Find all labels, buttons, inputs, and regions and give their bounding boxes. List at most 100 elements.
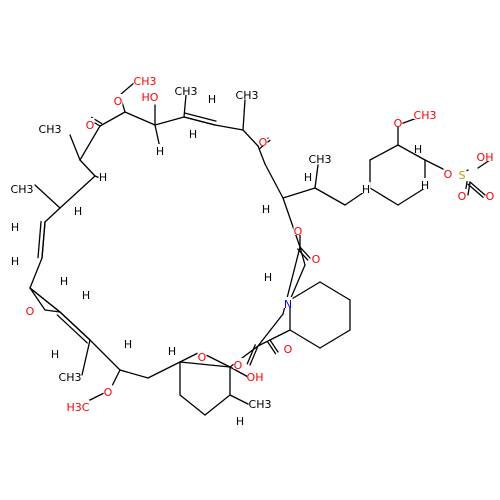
atom-text-h-c30: H bbox=[208, 93, 216, 106]
atom-text-o-sulfate-dbl1: O bbox=[458, 190, 467, 203]
atom-label-h-c37: H bbox=[303, 170, 313, 184]
methoxy-bond bbox=[119, 81, 136, 96]
macrocycle-bond bbox=[119, 369, 149, 379]
atom-label-h-c23: H bbox=[73, 204, 83, 218]
macrocycle-bond bbox=[79, 159, 96, 177]
atom-text-h-epoxide-a: H bbox=[60, 275, 68, 288]
label-background bbox=[38, 122, 62, 133]
macrocycle-bond bbox=[242, 129, 259, 147]
atom-text-h-c34: H bbox=[362, 183, 370, 196]
macrocycle-bond bbox=[154, 116, 185, 126]
atom-text-o-methoxy-top: O bbox=[114, 95, 123, 108]
atom-label-h-epoxide-b: H bbox=[81, 288, 91, 302]
alkene-bond bbox=[184, 112, 217, 122]
label-background bbox=[123, 337, 133, 348]
atom-label-o-ketone-left: O bbox=[85, 118, 95, 132]
atom-text-h-c37: H bbox=[304, 171, 312, 184]
label-background bbox=[258, 135, 268, 146]
atom-label-ch3-methoxy-bottom: H3C bbox=[66, 400, 90, 414]
atom-label-o-sulfate-dbl2: O bbox=[485, 189, 495, 203]
sidechain-bond bbox=[314, 187, 346, 206]
atom-text-ch3-c29: CH3 bbox=[175, 85, 198, 98]
macrocycle-bond bbox=[89, 339, 121, 371]
sidechain-bond bbox=[282, 187, 316, 199]
macrocycle-bond bbox=[179, 361, 231, 368]
macrocycle-bond bbox=[99, 111, 126, 127]
atom-label-ch3-c25: CH3 bbox=[38, 122, 62, 136]
label-background bbox=[247, 370, 263, 381]
label-background bbox=[413, 108, 437, 119]
atom-label-o-sulfate: O bbox=[443, 167, 453, 181]
macrocycle-bond bbox=[264, 163, 284, 199]
cyclohexane-bond bbox=[397, 144, 426, 161]
macrocycle-bond bbox=[124, 111, 156, 126]
atom-label-h-pyran: H bbox=[167, 344, 177, 358]
atom-text-ho-top: HO bbox=[142, 91, 159, 104]
label-background bbox=[420, 178, 430, 189]
piperidine-bond bbox=[319, 329, 351, 349]
atom-text-o-ketone-left: O bbox=[86, 119, 95, 132]
atom-label-h-c36: H bbox=[261, 202, 271, 216]
pyran-bond bbox=[179, 351, 201, 363]
atom-label-h-c11: H bbox=[235, 414, 245, 428]
label-background bbox=[103, 385, 113, 396]
label-background bbox=[457, 168, 467, 179]
label-background bbox=[293, 224, 303, 235]
bond-layer bbox=[29, 81, 491, 416]
atom-text-s-sulfate: S bbox=[459, 169, 466, 182]
label-background bbox=[308, 152, 332, 163]
carbonyl-bond bbox=[297, 248, 309, 261]
label-background bbox=[207, 92, 217, 103]
atom-text-o-sulfate: O bbox=[444, 168, 453, 181]
atom-text-oh-hemiketal: OH bbox=[247, 371, 264, 384]
atom-label-oh-sulfate: OH bbox=[477, 150, 493, 164]
macrocycle-bond bbox=[44, 207, 61, 223]
atom-label-ch3-c32: CH3 bbox=[235, 88, 259, 102]
atom-label-o-methoxy-top: O bbox=[113, 94, 123, 108]
label-background bbox=[10, 220, 20, 231]
methyl-bond bbox=[34, 184, 61, 209]
label-background bbox=[261, 202, 271, 213]
sulfate-bond bbox=[477, 159, 491, 169]
atom-text-o-ester: O bbox=[294, 225, 303, 238]
macrocycle-bond bbox=[59, 175, 96, 209]
atom-text-o-ketone-right: O bbox=[259, 136, 268, 149]
piperidine-bond bbox=[289, 281, 321, 301]
atom-label-h-c30: H bbox=[207, 92, 217, 106]
sulfate-bond bbox=[424, 159, 446, 171]
atom-text-o-pyran: O bbox=[198, 351, 207, 364]
label-background bbox=[235, 88, 259, 99]
atom-text-ch3-c23: CH3 bbox=[11, 183, 34, 196]
atom-label-o-keto-amide: O bbox=[233, 358, 243, 372]
label-background bbox=[167, 344, 177, 355]
alkene-bond bbox=[56, 314, 88, 344]
atom-text-h-c18: H bbox=[51, 348, 59, 361]
pyran-bond bbox=[179, 394, 206, 416]
atom-label-h-c27: H bbox=[155, 144, 165, 158]
label-background bbox=[155, 144, 165, 155]
sulfonyl-bond bbox=[467, 181, 471, 196]
label-background bbox=[457, 189, 467, 200]
atom-text-ch3-c37: CH3 bbox=[309, 153, 332, 166]
ester-bond bbox=[299, 246, 306, 266]
atom-text-o-epoxide: O bbox=[26, 305, 35, 318]
label-background bbox=[283, 297, 293, 308]
label-background bbox=[10, 254, 20, 265]
label-background bbox=[113, 94, 123, 105]
atom-text-h-c22: H bbox=[11, 221, 19, 234]
atom-text-h-epoxide-b: H bbox=[82, 289, 90, 302]
atom-text-ch3-c25: CH3 bbox=[39, 123, 62, 136]
atom-label-ch3-c23: CH3 bbox=[10, 182, 34, 196]
alkene-bond bbox=[41, 221, 46, 259]
atom-label-h-c22: H bbox=[10, 220, 20, 234]
epoxide-bond bbox=[29, 287, 61, 313]
macrocycle-bond bbox=[29, 257, 43, 289]
alkene-bond bbox=[183, 116, 216, 126]
macrocycle-bond bbox=[147, 361, 181, 379]
label-background bbox=[303, 170, 313, 181]
atom-label-h-epoxide-a: H bbox=[59, 274, 69, 288]
methyl-bond bbox=[314, 164, 319, 189]
atom-text-h-c16: H bbox=[124, 338, 132, 351]
atom-label-o-ketone-right: O bbox=[258, 135, 268, 149]
